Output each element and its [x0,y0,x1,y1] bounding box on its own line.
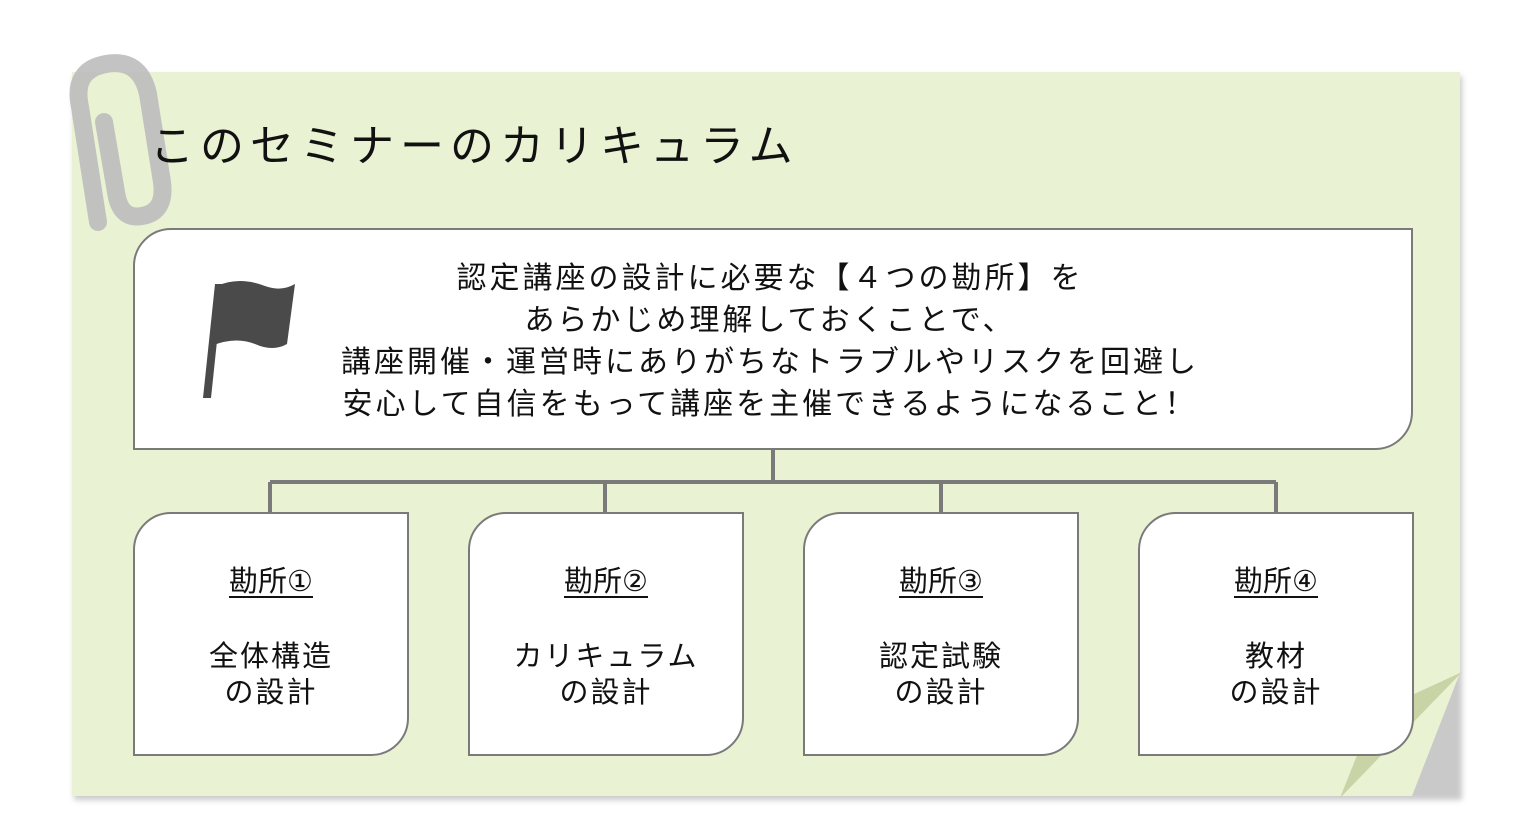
card-topic-line: カリキュラム [513,639,699,673]
card-topic: カリキュラム の設計 [470,638,742,710]
page-title: このセミナーのカリキュラム [150,121,799,172]
card-topic: 教材 の設計 [1140,638,1412,710]
card-heading: 勘所③ [899,564,983,598]
point-card: 勘所① 全体構造 の設計 [133,512,409,756]
point-card: 勘所② カリキュラム の設計 [468,512,744,756]
card-topic-line: の設計 [1229,675,1323,709]
goal-line: あらかじめ理解しておくことで、 [524,303,1016,338]
point-card: 勘所③ 認定試験 の設計 [803,512,1079,756]
card-topic: 全体構造 の設計 [135,638,407,710]
card-topic-line: 教材 [1244,639,1307,673]
card-topic-line: 認定試験 [878,639,1003,673]
card-heading: 勘所② [564,564,648,598]
card-topic-line: の設計 [224,675,318,709]
point-card: 勘所④ 教材 の設計 [1138,512,1414,756]
goal-line: 講座開催・運営時にありがちなトラブルやリスクを回避し [341,345,1199,380]
card-topic: 認定試験 の設計 [805,638,1077,710]
flag-icon [203,281,295,398]
paperclip-icon [69,54,172,231]
goal-box [133,228,1413,450]
card-heading: 勘所① [229,564,313,598]
goal-text: 認定講座の設計に必要な【４つの勘所】を あらかじめ理解しておくことで、 講座開催… [300,258,1240,426]
card-topic-line: の設計 [559,675,653,709]
card-heading: 勘所④ [1234,564,1318,598]
card-topic-line: の設計 [894,675,988,709]
goal-line: 安心して自信をもって講座を主催できるようになること！ [342,387,1198,422]
card-topic-line: 全体構造 [208,639,333,673]
goal-line: 認定講座の設計に必要な【４つの勘所】を [456,261,1084,296]
